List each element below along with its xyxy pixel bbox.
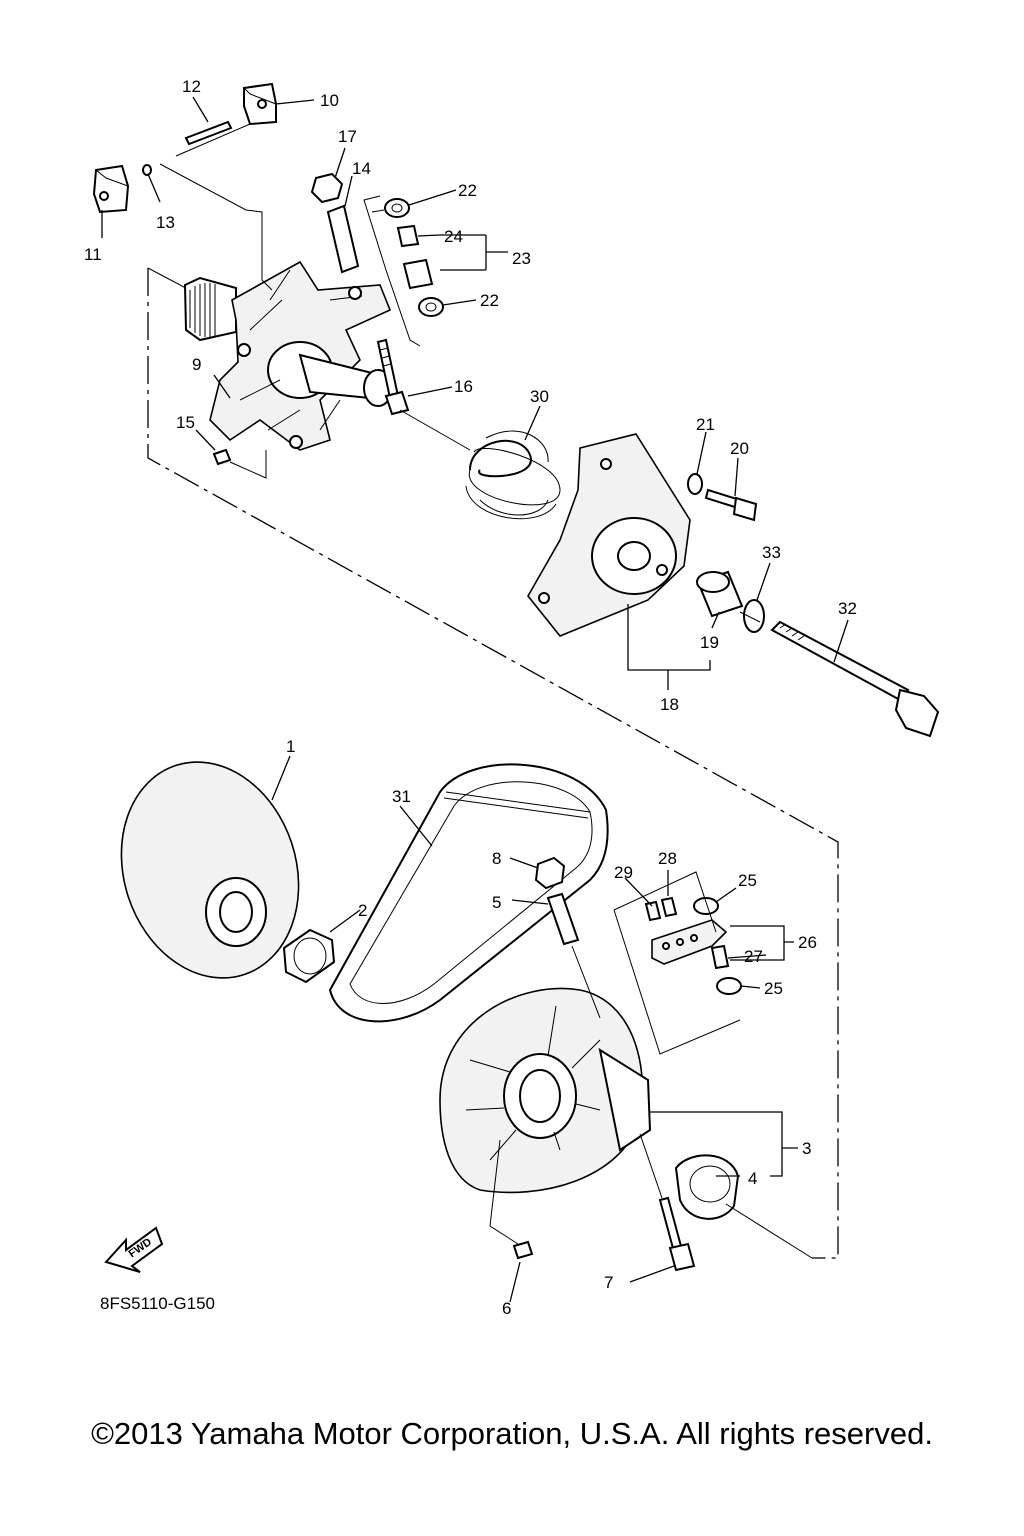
label-24: 24 <box>444 227 463 246</box>
roller-part-2 <box>710 944 730 970</box>
bushing-part-3 <box>674 1154 740 1220</box>
copyright-notice: ©2013 Yamaha Motor Corporation, U.S.A. A… <box>91 1416 933 1451</box>
bolt-part-4 <box>660 896 678 918</box>
label-8: 8 <box>492 849 501 868</box>
weight-part <box>243 82 277 126</box>
part-labels: 1 2 3 4 5 6 7 8 9 10 11 12 13 14 15 16 1… <box>84 77 857 1318</box>
plug-part-2 <box>512 1240 534 1260</box>
long-bolt-part <box>770 620 910 702</box>
clip-part <box>142 164 152 176</box>
label-31: 31 <box>392 787 411 806</box>
label-20: 20 <box>730 439 749 458</box>
washer-part-4 <box>743 599 765 633</box>
washer-part-6 <box>716 977 742 995</box>
label-19: 19 <box>700 633 719 652</box>
diagram-code: 8FS5110-G150 <box>100 1294 215 1313</box>
label-32: 32 <box>838 599 857 618</box>
label-26: 26 <box>798 933 817 952</box>
leader-lines <box>101 96 849 690</box>
washer-part-2 <box>418 297 444 317</box>
roller-part <box>402 258 434 290</box>
label-10: 10 <box>320 91 339 110</box>
label-33: 33 <box>762 543 781 562</box>
label-22: 22 <box>458 181 477 200</box>
label-23: 23 <box>512 249 531 268</box>
sheave-part <box>120 761 300 979</box>
pin-part <box>184 120 233 146</box>
label-4: 4 <box>748 1169 757 1188</box>
assembly-boundary-line <box>147 268 839 1259</box>
label-29: 29 <box>614 863 633 882</box>
label-3: 3 <box>802 1139 811 1158</box>
label-18: 18 <box>660 695 679 714</box>
label-11: 11 <box>84 245 102 264</box>
bolt-part-3 <box>644 900 662 922</box>
nut-part <box>310 172 344 204</box>
parts-diagram: FWD 1 2 3 4 5 6 7 8 9 10 11 12 13 14 15 … <box>84 77 940 1318</box>
label-1: 1 <box>286 737 295 756</box>
label-27: 27 <box>744 947 763 966</box>
label-16: 16 <box>454 377 473 396</box>
washer-part <box>384 198 410 218</box>
belt-part <box>328 763 609 1023</box>
washer-part-5 <box>693 897 719 915</box>
label-2: 2 <box>358 901 367 920</box>
label-25b: 25 <box>764 979 783 998</box>
collar-part <box>282 928 336 984</box>
label-17: 17 <box>338 127 357 146</box>
weight-part-2 <box>92 164 130 214</box>
fwd-arrow-icon: FWD <box>104 1226 164 1273</box>
cap-part <box>527 433 691 637</box>
label-14: 14 <box>352 159 371 178</box>
washer-part-3 <box>687 473 703 495</box>
label-13: 13 <box>156 213 175 232</box>
moveable-sheave-part <box>439 987 652 1194</box>
bushing-part <box>396 224 420 248</box>
label-22b: 22 <box>480 291 499 310</box>
sleeve-part-2 <box>546 892 580 946</box>
bolt-part-5 <box>658 1196 684 1254</box>
nut-part-2 <box>534 856 566 890</box>
sleeve-part <box>326 204 360 274</box>
plug-part <box>212 448 232 466</box>
spider-assembly-part <box>183 260 393 451</box>
leader-lines-2 <box>271 755 813 1303</box>
spring-part <box>465 430 561 520</box>
label-30: 30 <box>530 387 549 406</box>
label-28: 28 <box>658 849 677 868</box>
label-15: 15 <box>176 413 195 432</box>
label-12: 12 <box>182 77 201 96</box>
label-6: 6 <box>502 1299 511 1318</box>
label-7: 7 <box>604 1273 613 1292</box>
label-9: 9 <box>192 355 201 374</box>
label-25: 25 <box>738 871 757 890</box>
label-5: 5 <box>492 893 501 912</box>
label-21: 21 <box>696 415 715 434</box>
